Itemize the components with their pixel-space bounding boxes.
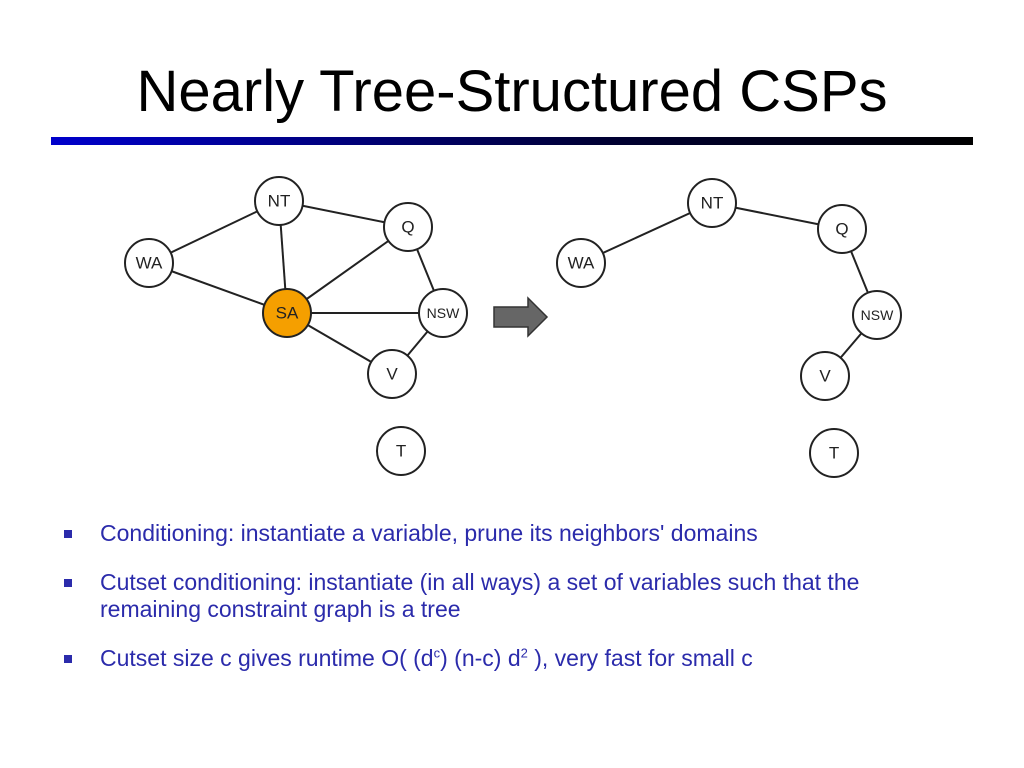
slide-title: Nearly Tree-Structured CSPs (136, 59, 888, 124)
left-node-v: V (367, 349, 417, 399)
right-node-nsw: NSW (852, 290, 902, 340)
bullet-list: Conditioning: instantiate a variable, pr… (62, 520, 962, 694)
constraint-graph-diagram: NT WA Q SA NSW V T NT WA Q NSW V (124, 176, 902, 478)
svg-text:NSW: NSW (861, 307, 894, 323)
bullet-text: Cutset size c gives runtime O( (dc) (n-c… (100, 645, 753, 671)
square-bullet-icon (64, 579, 72, 587)
bullet-item: Conditioning: instantiate a variable, pr… (62, 520, 962, 547)
left-node-sa: SA (262, 288, 312, 338)
left-node-q: Q (383, 202, 433, 252)
left-node-wa: WA (124, 238, 174, 288)
svg-text:Q: Q (835, 220, 848, 239)
svg-text:NT: NT (701, 194, 724, 213)
left-node-nsw: NSW (418, 288, 468, 338)
transform-arrow (493, 296, 549, 338)
title-rule (51, 137, 973, 145)
bullet-text: Conditioning: instantiate a variable, pr… (100, 520, 758, 546)
svg-text:WA: WA (136, 254, 163, 273)
square-bullet-icon (64, 530, 72, 538)
square-bullet-icon (64, 655, 72, 663)
left-node-t: T (376, 426, 426, 476)
bullet-item: Cutset conditioning: instantiate (in all… (62, 569, 962, 623)
svg-text:T: T (396, 442, 406, 461)
svg-text:NT: NT (268, 192, 291, 211)
right-node-t: T (809, 428, 859, 478)
right-node-wa: WA (556, 238, 606, 288)
svg-text:V: V (386, 365, 398, 384)
left-node-nt: NT (254, 176, 304, 226)
svg-text:NSW: NSW (427, 305, 460, 321)
svg-text:T: T (829, 444, 839, 463)
right-node-v: V (800, 351, 850, 401)
svg-text:SA: SA (276, 304, 299, 323)
right-node-q: Q (817, 204, 867, 254)
bullet-text: Cutset conditioning: instantiate (in all… (100, 569, 860, 622)
bullet-item: Cutset size c gives runtime O( (dc) (n-c… (62, 645, 962, 672)
svg-text:WA: WA (568, 254, 595, 273)
svg-text:Q: Q (401, 218, 414, 237)
right-node-nt: NT (687, 178, 737, 228)
svg-text:V: V (819, 367, 831, 386)
